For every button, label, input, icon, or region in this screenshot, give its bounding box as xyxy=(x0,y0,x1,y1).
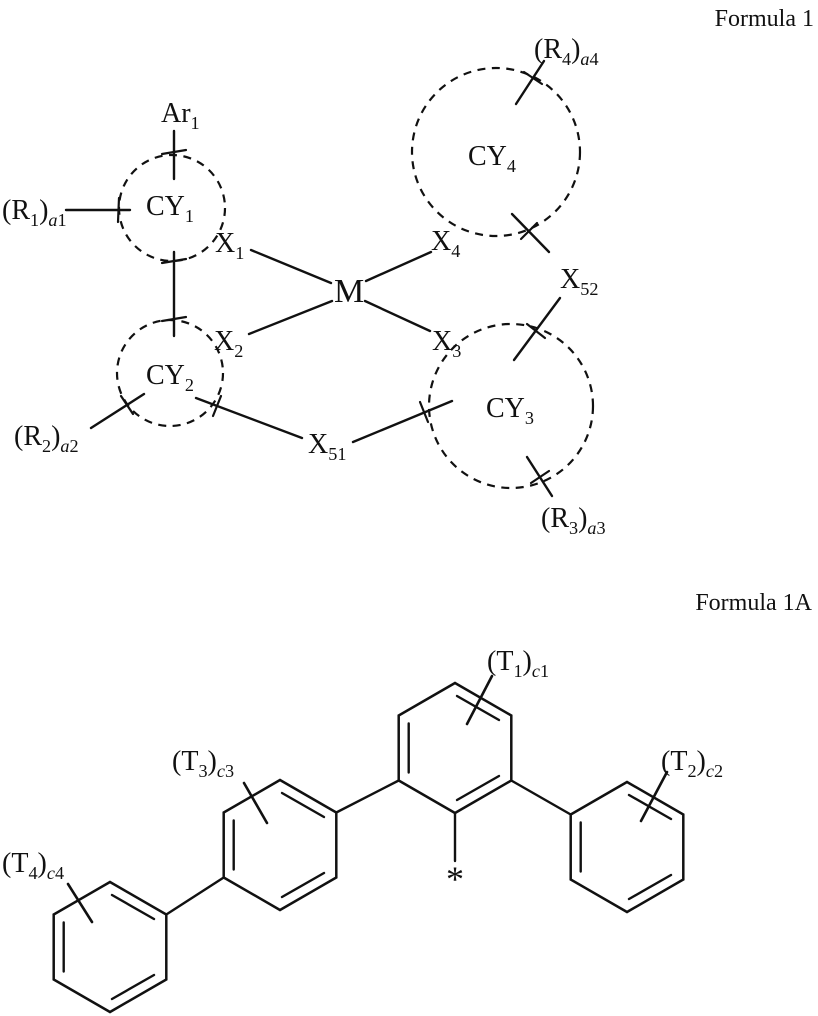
label-t3c3: (T3)c3 xyxy=(172,746,234,781)
tick-cy2-x51-crossing xyxy=(211,394,223,418)
label-t1c1: (T1)c1 xyxy=(487,646,549,681)
label-x4: X4 xyxy=(431,226,460,261)
tick-cy2-top-crossing xyxy=(160,315,188,323)
t2-benzene-ring-double-bond-3 xyxy=(627,873,673,901)
slash-t4-substituent xyxy=(66,882,94,924)
label-r1a1: (R1)a1 xyxy=(2,195,67,230)
label-x52: X52 xyxy=(560,264,598,299)
bond-x2-m xyxy=(247,299,334,336)
label-r4a4: (R4)a4 xyxy=(534,34,599,69)
label-m: M xyxy=(334,273,364,310)
label-cy1: CY1 xyxy=(146,191,194,226)
bond-central-to-t3 xyxy=(335,779,400,814)
t2-benzene-ring xyxy=(569,780,685,914)
tick-cy1-bottom-crossing xyxy=(160,257,188,265)
tick-r3-crossing xyxy=(529,469,551,485)
bond-m-x4 xyxy=(364,250,433,283)
bond-cy4-r4 xyxy=(514,59,546,106)
label-x1: X1 xyxy=(215,228,244,263)
label-cy2: CY2 xyxy=(146,360,194,395)
label-x2: X2 xyxy=(214,326,243,361)
label-t2c2: (T2)c2 xyxy=(661,746,723,781)
central-benzene-ring xyxy=(397,681,513,815)
t4-benzene-ring xyxy=(52,880,168,1014)
bond-x1-m xyxy=(249,248,333,285)
cy4-ring-circle xyxy=(410,66,582,238)
tick-x52-cy3-crossing xyxy=(525,322,547,340)
tick-r1-crossing xyxy=(116,196,121,224)
tick-r2-crossing xyxy=(119,394,135,416)
bond-cy2-x51 xyxy=(194,396,304,440)
label-cy4: CY4 xyxy=(468,141,516,176)
t4-benzene-ring-double-bond-1 xyxy=(110,893,156,921)
label-formula-1: Formula 1 xyxy=(715,6,814,32)
label-cy3: CY3 xyxy=(486,393,534,428)
tick-cy4-x52-crossing xyxy=(519,221,539,241)
slash-t3-substituent xyxy=(242,781,269,825)
central-benzene-ring-double-bond-1 xyxy=(455,694,501,722)
bond-central-to-t2 xyxy=(510,779,572,816)
slash-t1-substituent xyxy=(465,674,494,726)
t4-benzene-ring-double-bond-3 xyxy=(110,973,156,1001)
slash-t2-substituent xyxy=(639,770,669,823)
label-r3a3: (R3)a3 xyxy=(541,503,606,538)
cy3-ring-circle xyxy=(427,322,595,490)
label-ar1: Ar1 xyxy=(161,98,200,133)
bond-x51-cy3 xyxy=(351,399,454,444)
bond-cy2-r2 xyxy=(89,392,146,430)
t3-benzene-ring xyxy=(222,778,338,912)
bond-cy4-x52 xyxy=(510,212,551,254)
attachment-point-asterisk: * xyxy=(446,859,464,899)
tick-r4-crossing xyxy=(522,70,544,86)
tick-ar1-crossing xyxy=(160,148,188,156)
bond-t3-to-t4 xyxy=(165,876,225,916)
label-formula-1a: Formula 1A xyxy=(695,590,812,616)
bond-m-x3 xyxy=(363,299,432,333)
formula-1a-structure: Formula 1A (T1)c1 (T2)c2 (T3)c3 (T4)c4 * xyxy=(2,590,813,1014)
label-t4c4: (T4)c4 xyxy=(2,848,64,883)
label-x3: X3 xyxy=(432,326,461,361)
t3-benzene-ring-double-bond-3 xyxy=(280,871,326,899)
t3-benzene-ring-double-bond-1 xyxy=(280,791,326,819)
label-r2a2: (R2)a2 xyxy=(14,421,79,456)
label-x51: X51 xyxy=(308,429,346,464)
bond-x52-cy3 xyxy=(512,296,562,362)
tick-x51-cy3-crossing xyxy=(418,400,430,424)
central-benzene-ring-double-bond-3 xyxy=(455,774,501,802)
t2-benzene-ring-double-bond-1 xyxy=(627,793,673,821)
